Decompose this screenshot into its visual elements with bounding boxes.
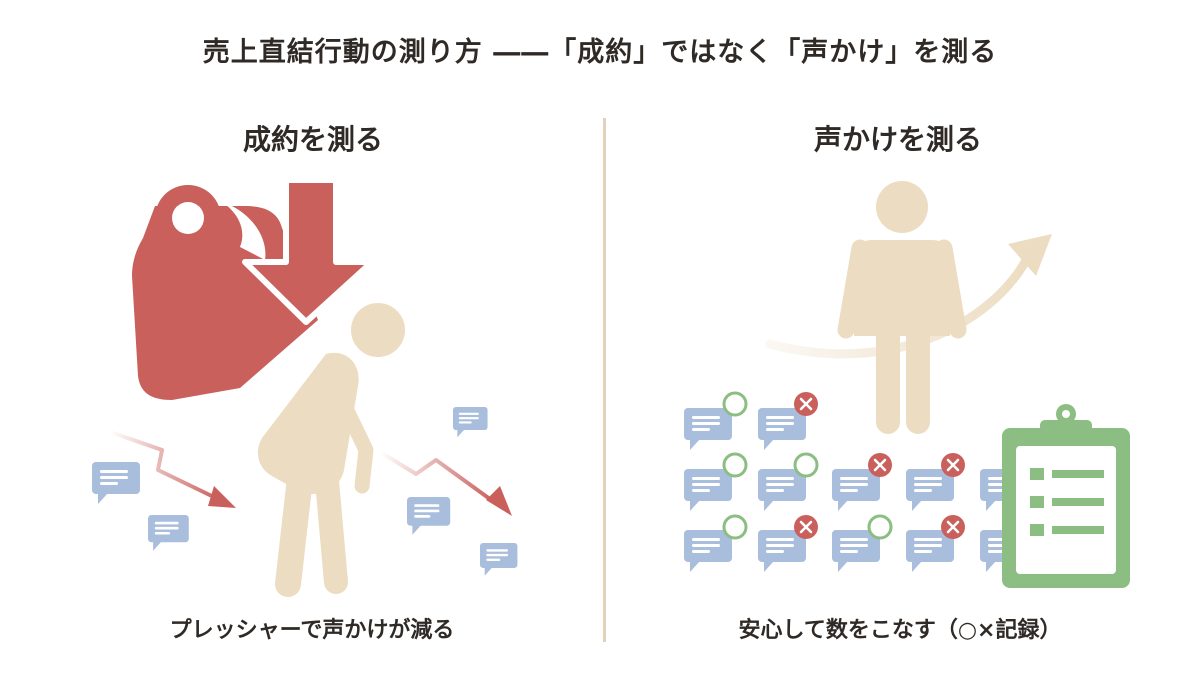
standing-person-icon	[837, 181, 967, 434]
down-arrow-icon	[242, 177, 375, 325]
left-panel-caption: プレッシャーで声かけが減る	[169, 618, 455, 643]
speech-bubble-icon	[684, 408, 1028, 572]
weight-icon	[132, 185, 318, 400]
declining-trend-icon	[378, 450, 512, 516]
page-title: 売上直結行動の測り方 ――「成約」ではなく「声かけ」を測る	[202, 37, 998, 68]
declining-trend-icon	[109, 430, 236, 508]
burdened-person-icon	[257, 303, 405, 597]
clipboard-checklist-icon	[1002, 404, 1130, 588]
right-panel-caption: 安心して数をこなす（○×記録）	[738, 618, 1062, 643]
left-panel-heading: 成約を測る	[242, 123, 383, 156]
right-panel-heading: 声かけを測る	[813, 123, 982, 156]
panel-divider	[603, 118, 606, 642]
